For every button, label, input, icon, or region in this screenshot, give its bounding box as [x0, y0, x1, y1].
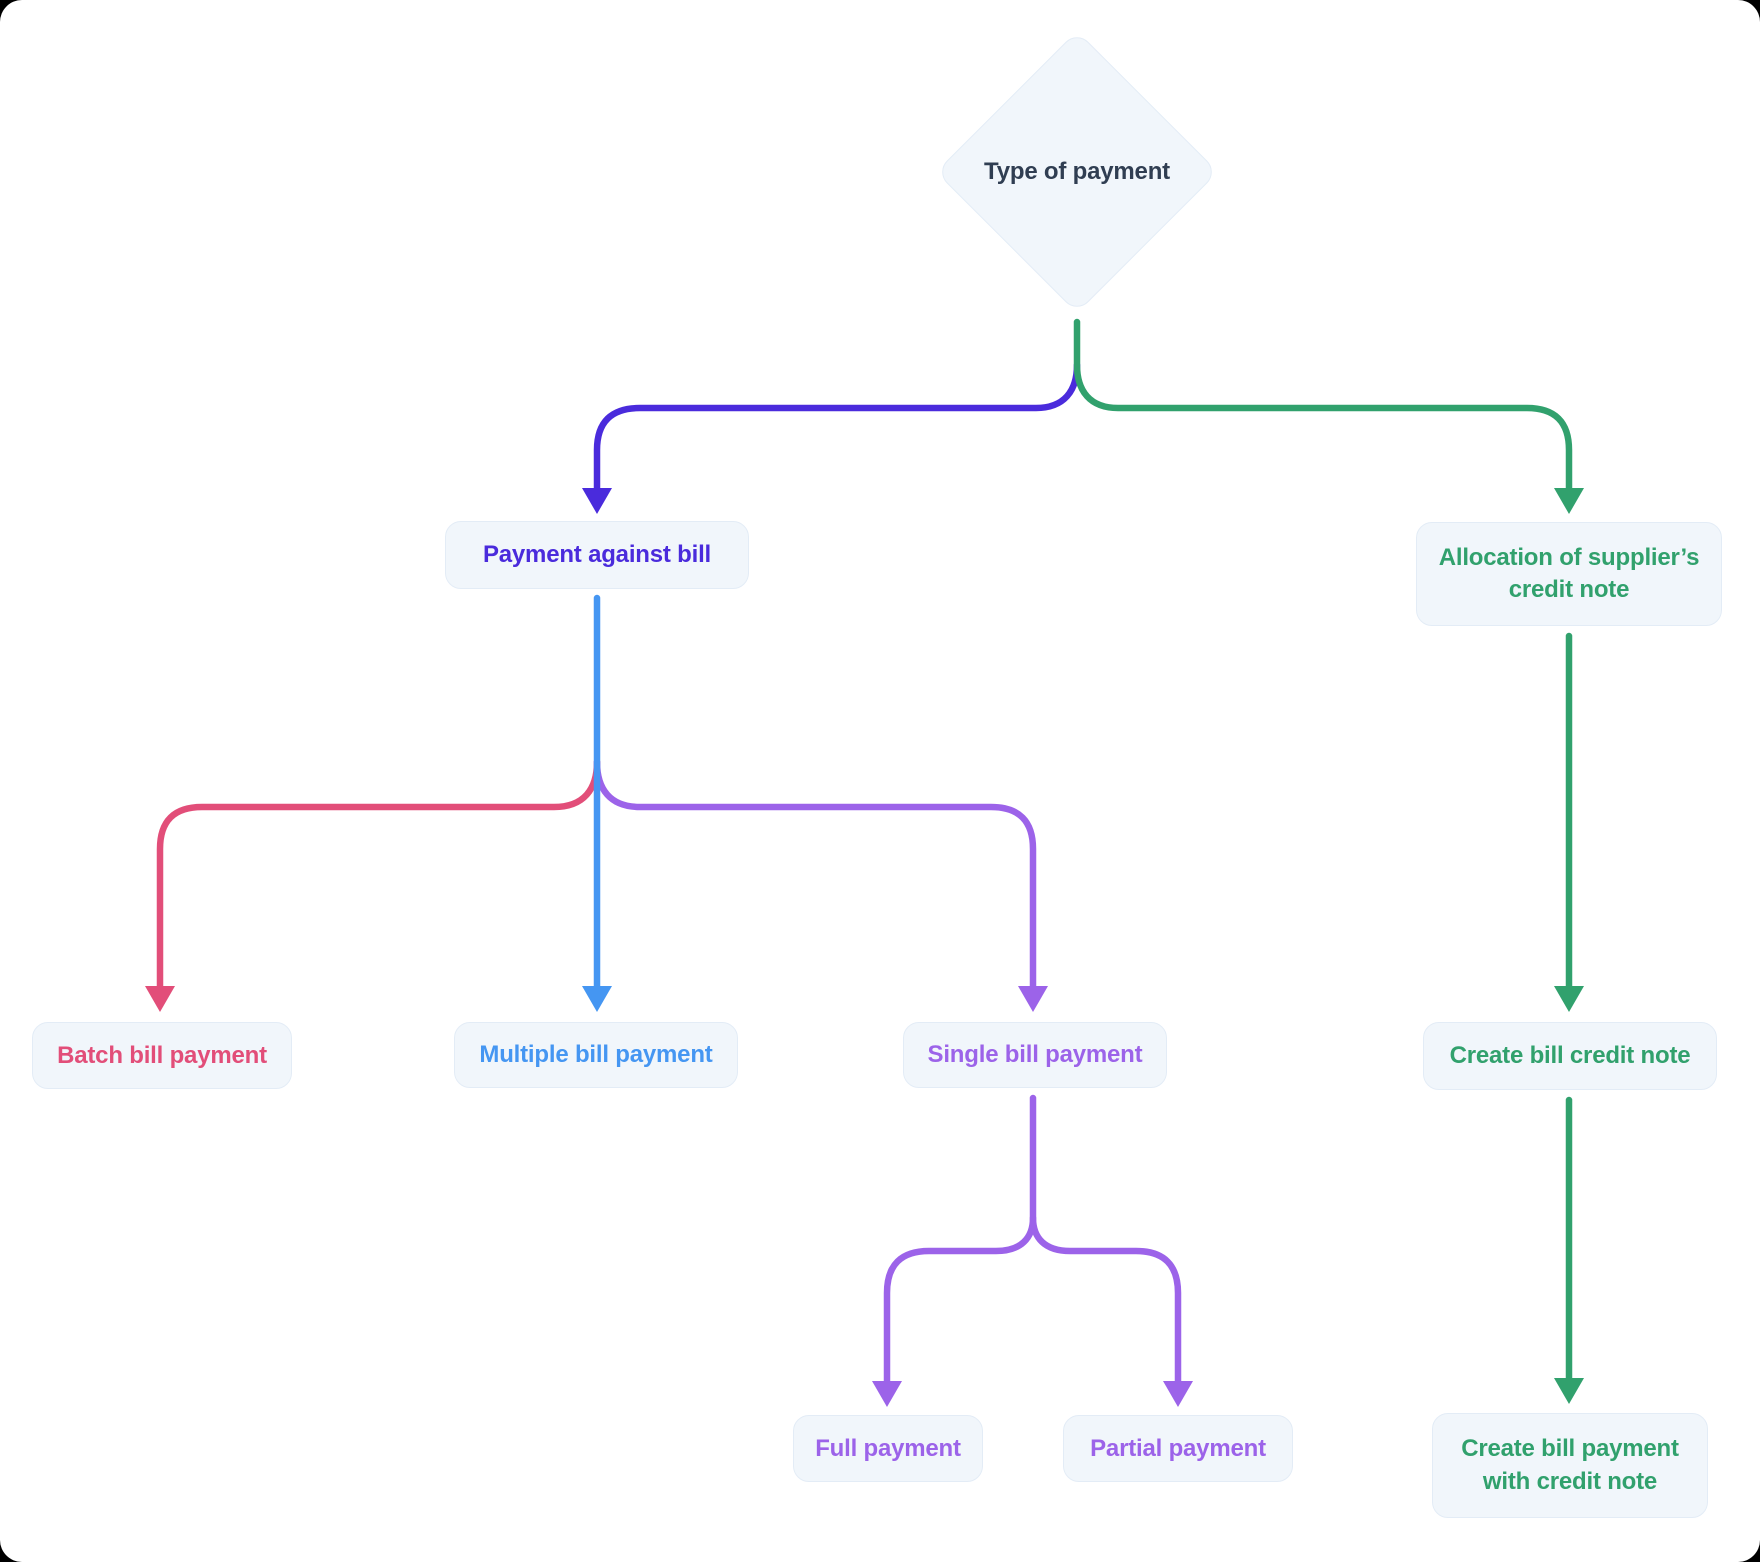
node-label: Batch bill payment — [57, 1041, 267, 1069]
arrowhead-allocation — [1554, 488, 1584, 514]
arrowhead-full — [872, 1381, 902, 1407]
node-label: Create bill credit note — [1449, 1042, 1691, 1069]
node-label: Multiple bill payment — [479, 1041, 713, 1068]
node-single-bill-payment: Single bill payment — [903, 1022, 1167, 1088]
node-label: Full payment — [815, 1434, 961, 1462]
node-label: Single bill payment — [927, 1041, 1143, 1068]
node-create-bill-credit-note: Create bill credit note — [1423, 1022, 1717, 1090]
node-label: Payment against bill — [482, 541, 712, 568]
edge-payment-to-single — [593, 758, 1037, 992]
node-full-payment: Full payment — [793, 1415, 983, 1482]
arrowhead-payment-against-bill — [582, 488, 612, 514]
node-allocation-of-suppliers-credit-note: Allocation of supplier’s credit note — [1416, 522, 1722, 626]
edge-type-of-payment-to-payment-against-bill — [593, 361, 1081, 494]
node-label: Partial payment — [1090, 1434, 1266, 1462]
node-type-of-payment: Type of payment — [984, 158, 1170, 185]
arrowhead-bill-payment-with-credit-note — [1554, 1378, 1584, 1404]
arrowhead-single — [1018, 986, 1048, 1012]
node-label-line: with credit note — [1482, 1467, 1658, 1495]
node-label-line: Create bill payment — [1461, 1435, 1679, 1463]
arrowhead-partial — [1163, 1381, 1193, 1407]
edge-single-to-partial — [1029, 1214, 1182, 1387]
node-partial-payment: Partial payment — [1063, 1415, 1293, 1482]
node-payment-against-bill: Payment against bill — [445, 521, 749, 589]
edge-type-of-payment-to-allocation — [1073, 318, 1573, 494]
edge-single-to-full — [883, 1094, 1037, 1387]
node-label-line: Allocation of supplier’s — [1438, 543, 1700, 571]
arrowhead-multiple — [582, 986, 612, 1012]
node-multiple-bill-payment: Multiple bill payment — [454, 1022, 738, 1088]
edge-payment-to-batch — [156, 758, 601, 992]
node-create-bill-payment-with-credit-note: Create bill payment with credit note — [1432, 1413, 1708, 1518]
node-label-line: credit note — [1508, 576, 1630, 603]
arrowhead-batch — [145, 986, 175, 1012]
node-batch-bill-payment: Batch bill payment — [32, 1022, 292, 1089]
arrowhead-create-credit-note — [1554, 986, 1584, 1012]
